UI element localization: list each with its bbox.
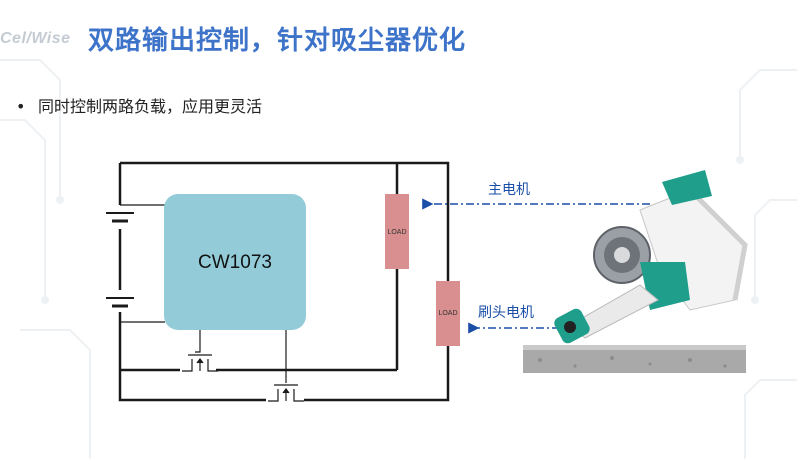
brand-logo: Cel/Wise — [0, 30, 71, 47]
main-motor-label: 主电机 — [488, 182, 530, 198]
load-2-label: LOAD — [438, 310, 457, 317]
chip-cw1073: CW1073 — [164, 194, 306, 330]
bullet-item: • 同时控制两路负载，应用更灵活 — [16, 93, 262, 117]
mosfet-1-icon — [180, 354, 218, 372]
mosfet-2-icon — [266, 384, 304, 402]
load-1: LOAD — [385, 194, 409, 269]
circuit-wires — [118, 161, 450, 402]
brush-motor-label: 刷头电机 — [478, 305, 534, 321]
load-2: LOAD — [436, 281, 460, 346]
load-1-label: LOAD — [387, 229, 406, 236]
vacuum-icon — [523, 170, 748, 373]
battery-icon — [106, 205, 134, 312]
chip-label: CW1073 — [198, 252, 272, 273]
chip-wires — [120, 204, 287, 383]
bullet-text: 同时控制两路负载，应用更灵活 — [38, 97, 263, 116]
bullet-symbol: • — [16, 97, 26, 116]
slide-title: 双路输出控制，针对吸尘器优化 — [88, 26, 467, 56]
